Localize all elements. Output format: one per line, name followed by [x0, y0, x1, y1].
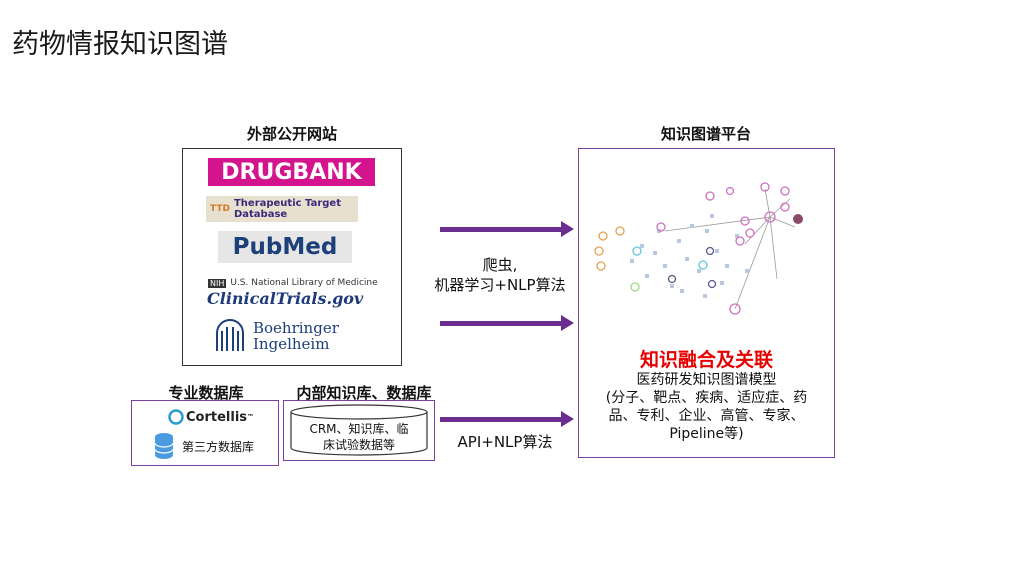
database-icon [154, 433, 174, 459]
cortellis-text: Cortellis [186, 409, 248, 425]
fusion-title: 知识融合及关联 [639, 349, 773, 371]
pro-db-heading: 专业数据库 [168, 384, 244, 402]
boehringer-text: Boehringer Ingelheim [253, 319, 339, 353]
ttd-small: TTD [210, 204, 230, 214]
model-line4: Pipeline等) [669, 426, 744, 442]
crawler-label-line1: 爬虫, [482, 256, 518, 274]
crawler-arrow [440, 221, 574, 237]
kg-platform-heading: 知识图谱平台 [660, 125, 751, 143]
nih-tag: NIH [208, 278, 227, 288]
page-title: 药物情报知识图谱 [12, 29, 228, 60]
cortellis-tm: ™ [247, 413, 255, 421]
third-party-db: 第三方数据库 [154, 432, 254, 460]
model-line3: 品、专利、企业、高管、专家、 [608, 408, 805, 424]
knowledge-graph-visual [594, 182, 803, 315]
external-sites-box: DRUGBANK TTD Therapeutic Target Database… [182, 148, 402, 366]
clinicaltrials-logo: ClinicalTrials.gov [207, 289, 364, 308]
pubmed-logo: PubMed [218, 231, 352, 263]
drugbank-text: DRUGBANK [221, 159, 362, 185]
boehringer-logo: Boehringer Ingelheim [213, 317, 378, 355]
internal-db-line1: CRM、知识库、临 [309, 422, 409, 436]
model-line1: 医药研发知识图谱模型 [636, 372, 777, 388]
crawler-label: 爬虫, 机器学习+NLP算法 [410, 255, 590, 295]
ml-arrow [440, 315, 574, 331]
model-line2: (分子、靶点、疾病、适应症、药 [605, 390, 808, 406]
pubmed-text: PubMed [232, 234, 338, 260]
internal-db-text: CRM、知识库、临 床试验数据等 [290, 421, 428, 453]
nih-text: U.S. National Library of Medicine [230, 278, 378, 288]
cylinder-shape [290, 404, 428, 456]
pro-db-box: Cortellis ™ 第三方数据库 [131, 400, 279, 466]
external-sites-heading: 外部公开网站 [246, 125, 337, 143]
api-arrow [440, 411, 574, 427]
internal-db-box: CRM、知识库、临 床试验数据等 [283, 400, 435, 461]
crawler-label-line2: 机器学习+NLP算法 [434, 276, 566, 294]
third-party-text: 第三方数据库 [182, 439, 255, 454]
kg-platform-box: 知识融合及关联 医药研发知识图谱模型 (分子、靶点、疾病、适应症、药 品、专利、… [578, 148, 835, 458]
nih-line: NIH U.S. National Library of Medicine [208, 276, 398, 290]
internal-db-heading: 内部知识库、数据库 [296, 384, 432, 402]
boehringer-icon [216, 319, 244, 351]
internal-db-line2: 床试验数据等 [322, 438, 395, 452]
cortellis-logo: Cortellis ™ [168, 409, 254, 425]
ttd-text: Therapeutic Target Database [233, 198, 341, 220]
ttd-logo: TTD Therapeutic Target Database [206, 196, 358, 222]
cortellis-icon [168, 409, 184, 425]
model-description: 医药研发知识图谱模型 (分子、靶点、疾病、适应症、药 品、专利、企业、高管、专家… [579, 371, 834, 443]
api-label: API+NLP算法 [457, 433, 553, 451]
drugbank-logo: DRUGBANK [208, 158, 375, 186]
